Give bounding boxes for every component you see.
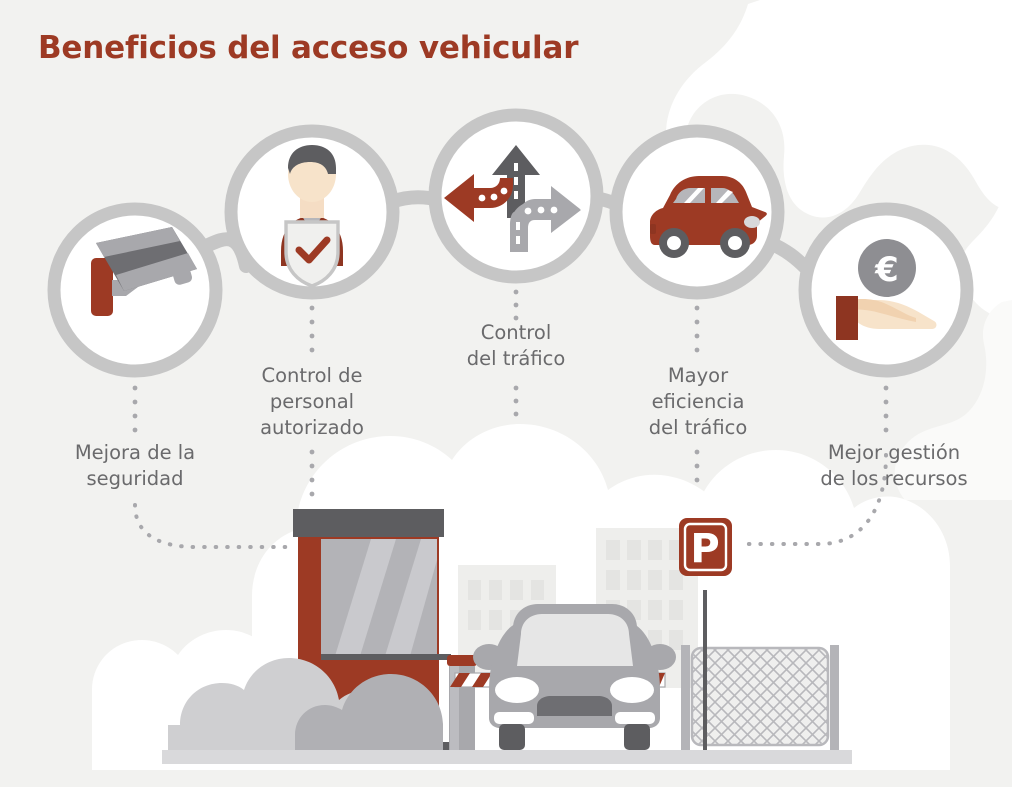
node-1-ring (47, 202, 223, 378)
parking-sign: P (679, 518, 732, 750)
hand-euro-coin-icon: € (836, 239, 937, 340)
top-right-white-blob-tail (959, 150, 1012, 320)
node-1-security[interactable] (47, 202, 223, 433)
parking-sign-border (683, 522, 728, 572)
camera-top (96, 227, 180, 257)
car-window-glint-2 (716, 190, 733, 203)
chain-link-fence (681, 645, 839, 750)
camera-mount-base (91, 258, 113, 316)
booth-sill (321, 654, 451, 660)
leader-line-left (133, 503, 292, 549)
traffic-arrows-icon (444, 145, 581, 252)
node-4-efficiency[interactable] (609, 124, 785, 483)
node-3-dots-upper (513, 289, 519, 321)
parking-sign-letter: P (690, 526, 719, 572)
node-4-dots (694, 305, 700, 353)
car-hub-rear (728, 236, 742, 250)
node-1-label: Mejora de la seguridad (74, 441, 196, 490)
bushes (168, 658, 443, 750)
ground (162, 750, 852, 764)
car-headlight-left (495, 677, 539, 703)
bush-front (295, 674, 443, 750)
arrow-left-dashes (478, 187, 508, 202)
parking-sign-plate (679, 518, 732, 576)
car-wheel-right (624, 724, 650, 750)
fence-post-right (830, 645, 839, 750)
euro-coin (858, 239, 916, 297)
parking-sign-pole (703, 590, 707, 750)
authorized-person-shield-icon (281, 145, 343, 288)
camera-lens-hood (169, 257, 193, 285)
car-headlamp (744, 216, 760, 228)
car-grille (537, 696, 612, 716)
euro-symbol: € (874, 250, 899, 290)
car-windshield (517, 614, 633, 666)
mid-right-white-blob (894, 300, 1012, 500)
node-2-dots (309, 305, 315, 353)
booth-window-highlights (335, 539, 437, 656)
person-hair (288, 145, 336, 174)
car-headlight-right (610, 677, 654, 703)
car-front-view (473, 604, 676, 750)
node-3-traffic[interactable] (428, 108, 604, 417)
node-2-authorized-person[interactable] (224, 124, 400, 497)
arrow-right-dashes (516, 206, 558, 244)
node-4-dots-lower (694, 449, 700, 483)
leader-lines (133, 453, 888, 549)
car-window-glint-1 (684, 188, 704, 203)
car-hub-front (667, 236, 681, 250)
shield-check-icon (295, 236, 331, 264)
node-5-resources[interactable]: € (798, 202, 974, 433)
car-foglight-left (494, 712, 534, 724)
security-camera-icon (91, 227, 197, 316)
car-foglight-right (615, 712, 655, 724)
ground-strip (162, 750, 852, 764)
barrier-housing-highlight (450, 666, 459, 750)
node-3-dots-lower (513, 385, 519, 417)
hand-sleeve (836, 296, 858, 340)
booth-roof (293, 509, 444, 537)
arrow-up-dashes (514, 163, 518, 199)
barrier-cap (447, 655, 477, 666)
node-3-label: Control del tráfico (466, 321, 566, 370)
node-2-label: Control de personal autorizado (260, 364, 364, 439)
arrow-left (444, 174, 513, 222)
node-1-dots (132, 385, 138, 433)
arrow-right-shape (510, 187, 581, 252)
fence-post-left (681, 645, 690, 750)
node-4-label: Mayor eficiencia del tráfico (648, 364, 748, 439)
hand-fingers-shade (852, 299, 916, 322)
car-wheel-left (499, 724, 525, 750)
node-5-dots (883, 385, 889, 433)
node-2-dots-lower (309, 449, 315, 497)
car-door-handle (650, 224, 656, 234)
top-right-white-blob (665, 0, 1012, 218)
node-5-label: Mejor gestión de los recursos (820, 441, 968, 490)
fence-mesh (693, 649, 827, 744)
car-side-icon (650, 176, 767, 258)
page-title: Beneficios del acceso vehicular (38, 30, 579, 66)
